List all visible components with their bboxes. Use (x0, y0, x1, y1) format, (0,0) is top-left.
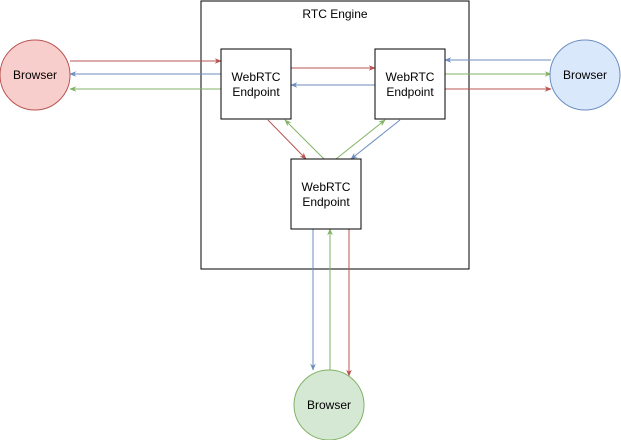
browser-bottom-label: Browser (307, 398, 351, 412)
rtc-engine-title: RTC Engine (302, 7, 367, 21)
endpoint-left-label-line2: Endpoint (232, 85, 280, 99)
endpoint-bottom-box (290, 158, 362, 230)
browser-bottom-circle (293, 369, 365, 440)
endpoint-left-box (220, 48, 292, 120)
browser-left-label: Browser (13, 68, 57, 82)
endpoint-left[interactable]: WebRTC Endpoint (220, 48, 292, 120)
endpoint-bottom[interactable]: WebRTC Endpoint (290, 158, 362, 230)
browser-right[interactable]: Browser (549, 39, 621, 111)
browser-left[interactable]: Browser (0, 39, 71, 111)
endpoint-right-label-line2: Endpoint (386, 85, 434, 99)
endpoint-bottom-label-line2: Endpoint (302, 195, 350, 209)
edge-left-to-bottom-endpoint-red (267, 119, 307, 160)
edge-bottom-to-right-endpoint-green (335, 119, 386, 160)
endpoint-left-label-line1: WebRTC (232, 70, 281, 84)
endpoint-right-label-line1: WebRTC (386, 70, 435, 84)
browser-right-circle (549, 39, 621, 111)
edge-right-to-bottom-endpoint-blue (350, 119, 401, 160)
browser-bottom[interactable]: Browser (293, 369, 365, 440)
endpoint-right-box (374, 48, 446, 120)
browser-left-circle (0, 39, 71, 111)
endpoint-right[interactable]: WebRTC Endpoint (374, 48, 446, 120)
endpoint-bottom-label-line1: WebRTC (302, 180, 351, 194)
edge-bottom-to-left-endpoint-green (284, 119, 325, 160)
browser-right-label: Browser (563, 68, 607, 82)
connections (69, 57, 552, 377)
